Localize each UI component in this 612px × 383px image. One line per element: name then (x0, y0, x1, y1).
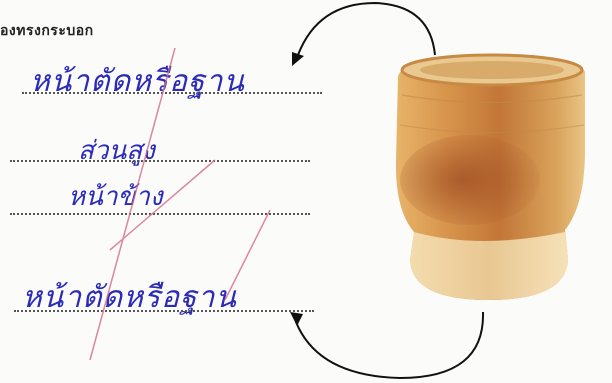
answer-bottom-base: หน้าตัดหรือฐาน (22, 280, 237, 315)
answer-lateral-face: หน้าข้าง (68, 182, 163, 212)
answer-height: ส่วนสูง (78, 136, 155, 166)
answer-line-3 (10, 213, 310, 215)
answer-line-4 (14, 310, 314, 312)
answer-line-2 (10, 160, 310, 162)
answer-top-base: หน้าตัดหรือฐาน (30, 64, 245, 99)
curved-arrow-icon (292, 1, 436, 66)
curved-arrow-icon (290, 311, 485, 380)
worksheet-heading: องทรงกระบอก (0, 23, 94, 39)
clay-pot-image (395, 53, 585, 301)
answer-line-1 (22, 92, 322, 94)
